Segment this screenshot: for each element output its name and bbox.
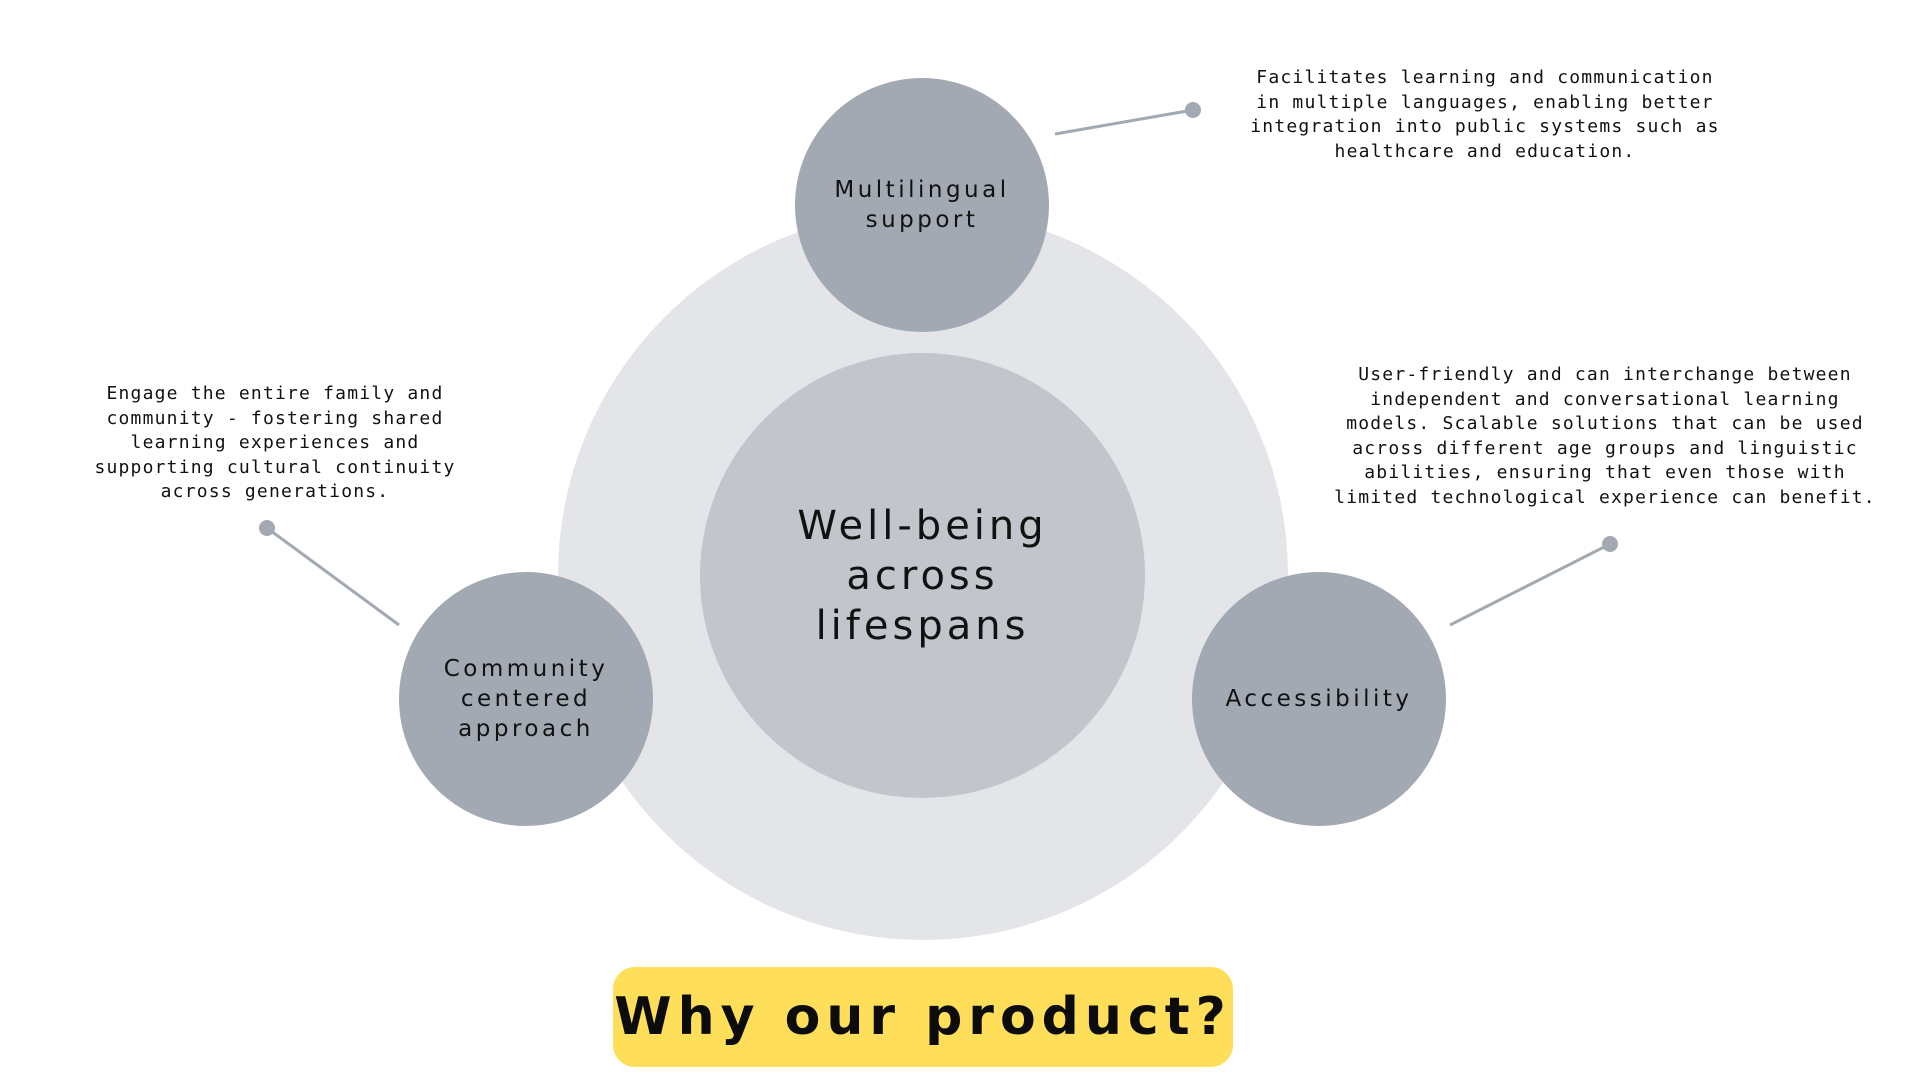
connector-dot [1185,102,1201,118]
connector-dot [259,520,275,536]
description-multilingual-support: Facilitates learning and communication i… [1250,67,1720,162]
connector-line [1054,108,1194,136]
connector-line [266,526,400,627]
pillar-label: Multilingual support [834,177,1010,233]
connector-multilingual [1054,102,1201,136]
connector-dot [1602,536,1618,552]
pillar-accessibility: Accessibility [1192,572,1446,826]
description-accessibility: User-friendly and can interchange betwee… [1334,364,1876,508]
connector-community [259,520,400,627]
banner-label: Why our product? [614,987,1232,1047]
pillar-community-centered-approach: Community centered approach [399,572,653,826]
connector-line [1449,542,1611,627]
connector-accessibility [1449,536,1618,627]
center-label: Well-being across lifespans [797,502,1048,649]
pillar-label: Community centered approach [443,656,609,742]
pillar-multilingual-support: Multilingual support [795,78,1049,332]
center-hub: Well-being across lifespans [700,353,1145,798]
description-community-centered-approach: Engage the entire family and community -… [94,383,456,502]
why-our-product-banner: Why our product? [613,967,1233,1067]
pillar-label: Accessibility [1225,686,1413,712]
